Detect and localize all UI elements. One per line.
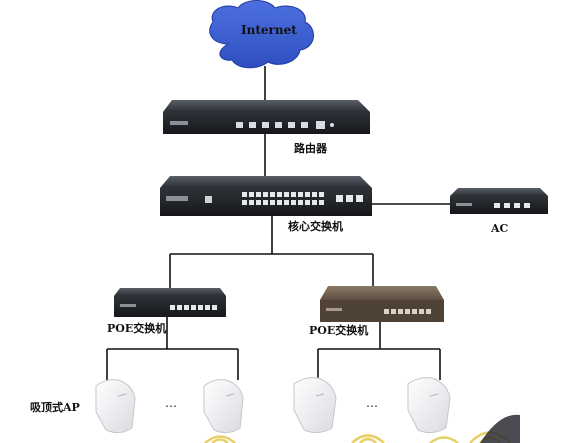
- ac-controller-device: [450, 188, 548, 214]
- ceiling-ap-4: [407, 377, 451, 434]
- poe-switch-right-device: [320, 286, 444, 322]
- router-label: 路由器: [294, 142, 327, 155]
- connection-lines: [106, 66, 452, 380]
- ceiling-ap-3: [293, 377, 337, 434]
- wifi-signal-dark-arc: [480, 414, 520, 443]
- poe-switch-right-label: POE交换机: [309, 324, 369, 337]
- ceiling-ap-label: 吸顶式AP: [30, 401, 80, 414]
- router-device: [163, 100, 370, 134]
- ceiling-ap-1: [95, 379, 136, 434]
- internet-cloud: [209, 0, 314, 69]
- internet-label: Internet: [241, 23, 297, 37]
- ac-label: AC: [491, 222, 509, 235]
- core-switch-label: 核心交换机: [288, 220, 343, 233]
- wifi-signal-arcs: [204, 431, 511, 443]
- poe-switch-left-label: POE交换机: [107, 322, 167, 335]
- ellipsis-right: …: [366, 396, 379, 410]
- ceiling-ap-2: [203, 379, 244, 434]
- core-switch-device: [160, 176, 372, 216]
- poe-switch-left-device: [114, 288, 226, 317]
- ellipsis-left: …: [165, 396, 178, 410]
